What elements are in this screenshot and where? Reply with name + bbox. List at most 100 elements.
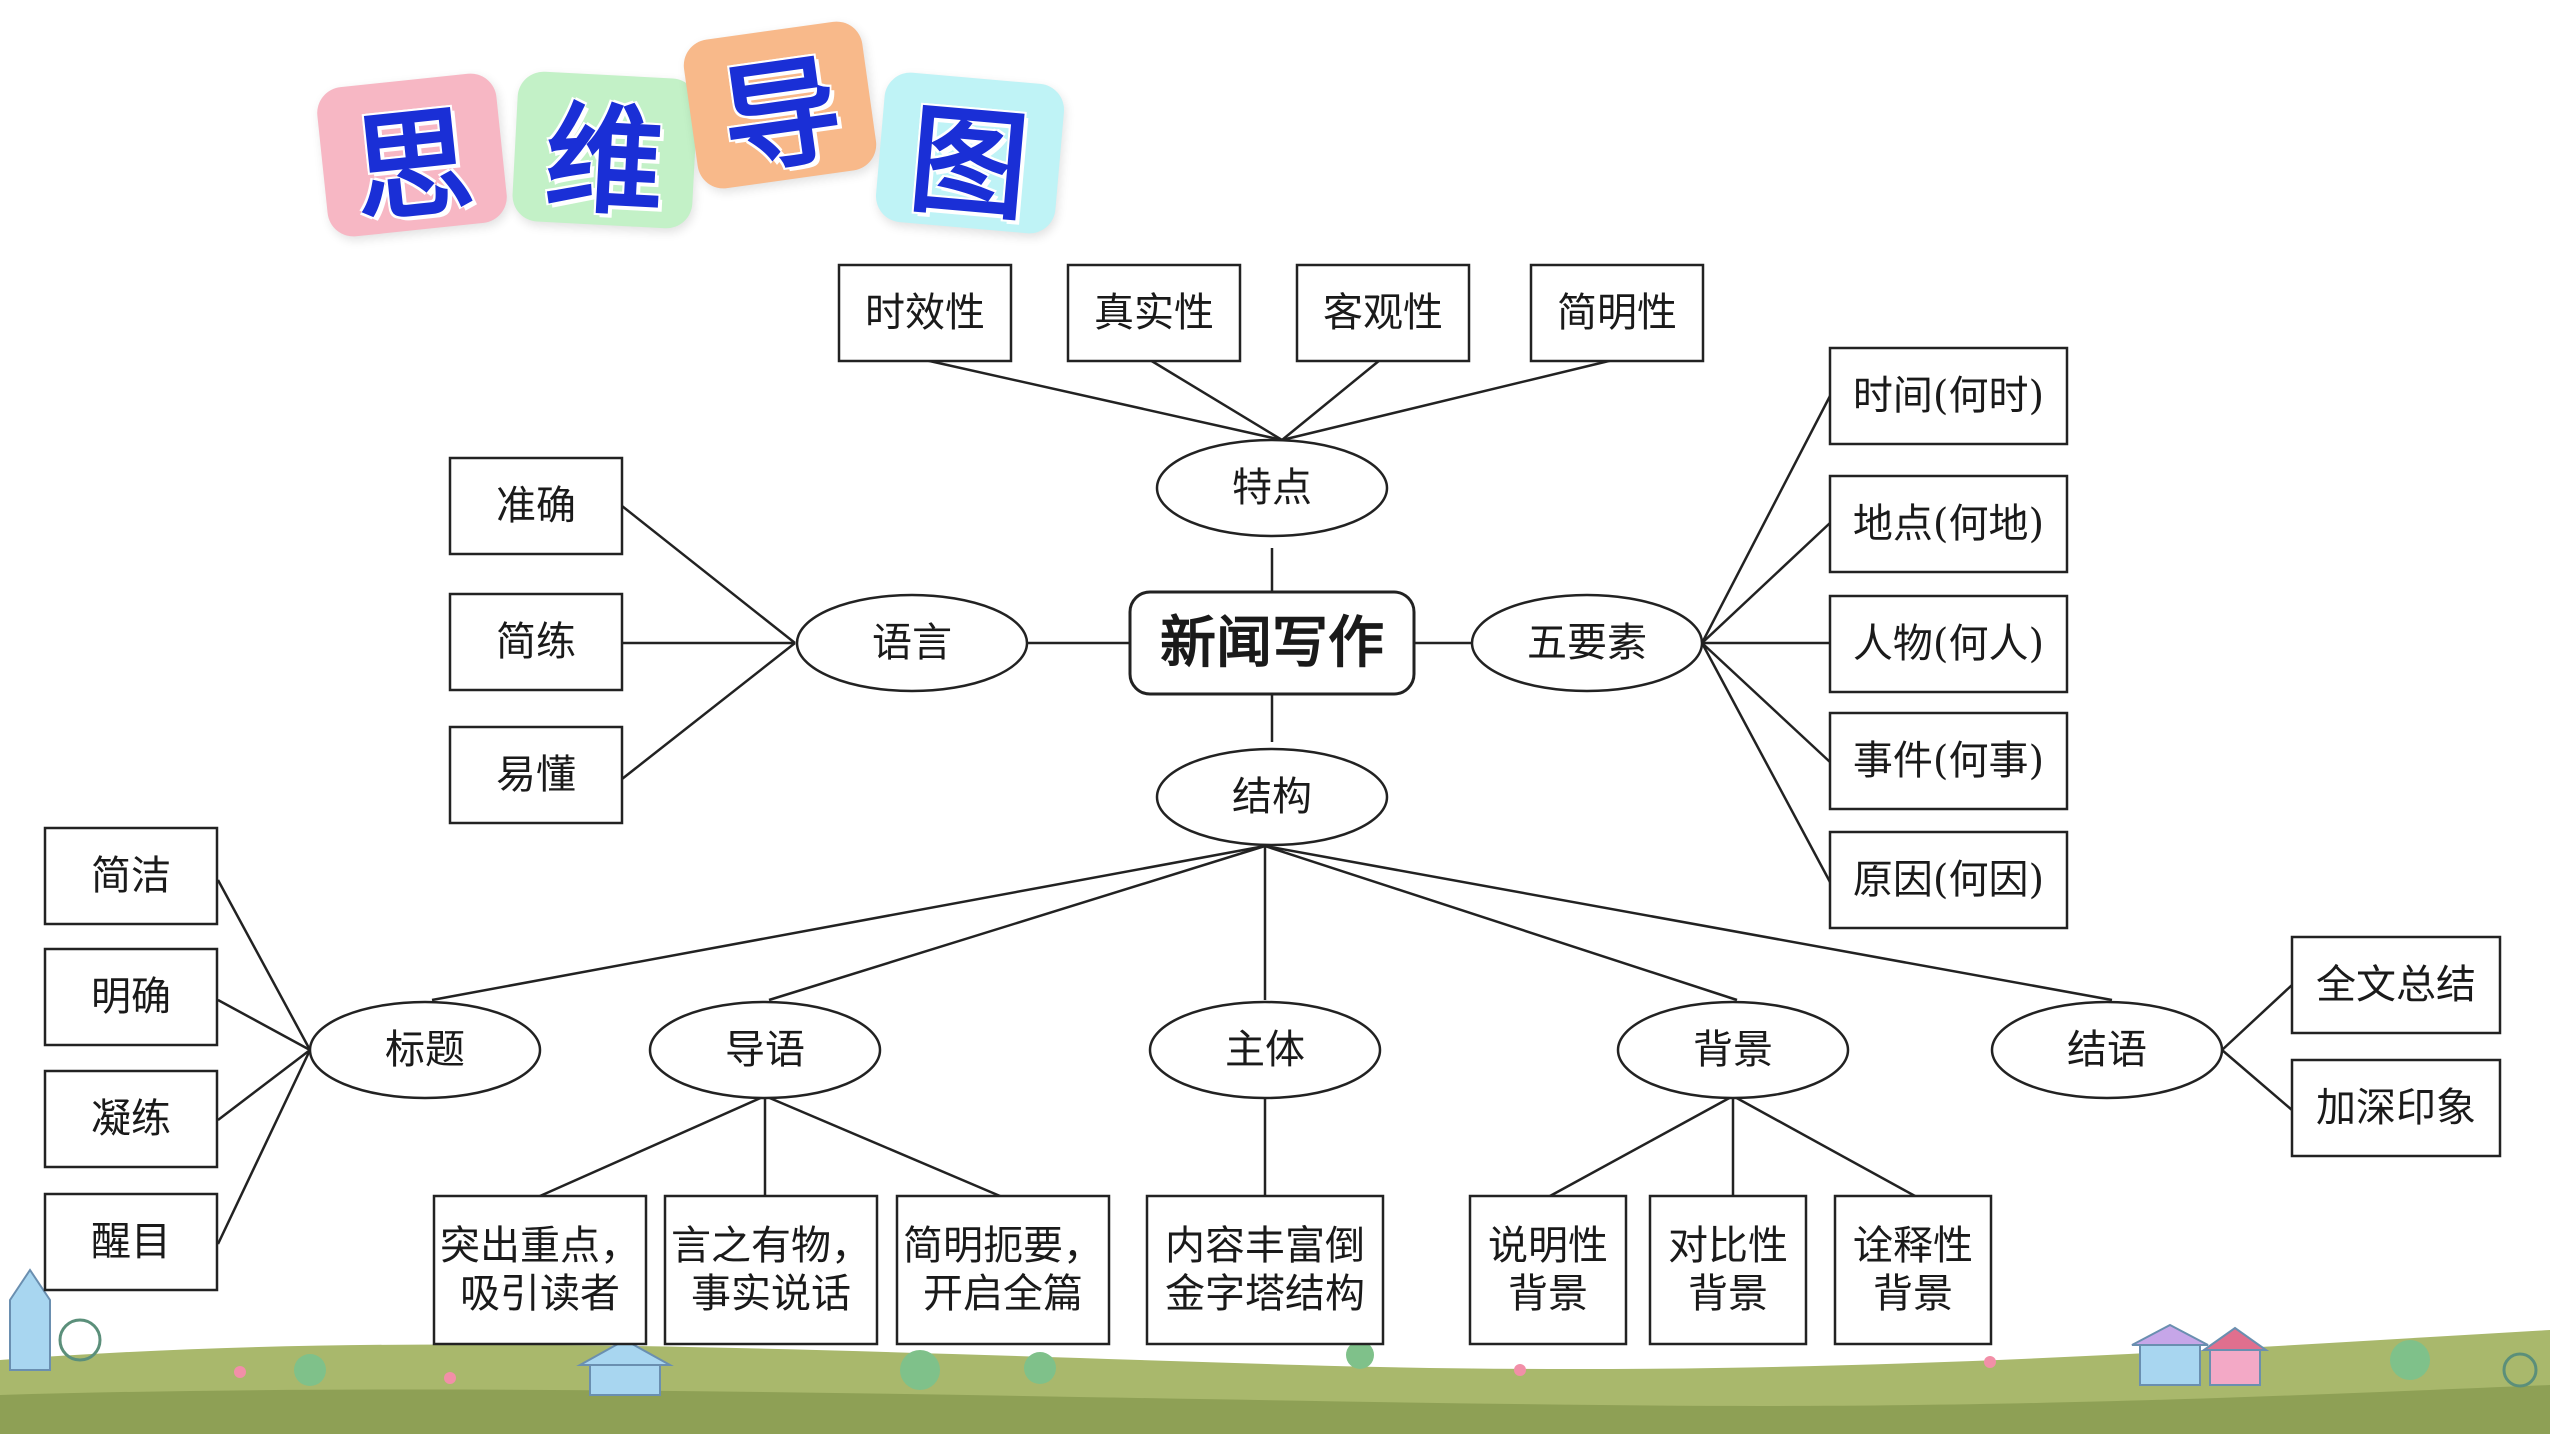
elements-item-4-label: 事件(何事) bbox=[1853, 738, 2044, 784]
language-item-3-label: 易懂 bbox=[496, 752, 576, 798]
elements-item-3: 人物(何人) bbox=[1828, 594, 2069, 694]
language-line-1 bbox=[621, 505, 796, 644]
features-line-4 bbox=[1281, 358, 1614, 442]
conclusion-node: 结语 bbox=[1990, 1000, 2224, 1100]
features-node: 特点 bbox=[1155, 438, 1389, 538]
conclusion-line-1 bbox=[2221, 984, 2293, 1051]
elements-item-5: 原因(何因) bbox=[1828, 830, 2069, 930]
elements-node-label: 五要素 bbox=[1527, 620, 1647, 666]
headline-line-3 bbox=[217, 1049, 311, 1121]
background-line-1 bbox=[1549, 1094, 1734, 1198]
background-item-1-label-line-2: 背景 bbox=[1508, 1271, 1588, 1317]
lead-item-1-label-line-2: 吸引读者 bbox=[460, 1271, 620, 1317]
lead-line-1 bbox=[539, 1094, 766, 1198]
lead-item-3-label-line-2: 开启全篇 bbox=[923, 1271, 1083, 1317]
language-item-3: 易懂 bbox=[448, 725, 624, 825]
language-item-1-label: 准确 bbox=[496, 483, 576, 529]
headline-line-1 bbox=[216, 879, 312, 1051]
language-item-2: 简练 bbox=[448, 592, 624, 692]
headline-item-3-label: 凝练 bbox=[91, 1096, 171, 1142]
lead-item-1: 突出重点，吸引读者 bbox=[432, 1194, 648, 1346]
body-node-label: 主体 bbox=[1225, 1027, 1305, 1073]
elements-line-4 bbox=[1701, 642, 1831, 763]
background-item-2-label-line-1: 对比性 bbox=[1668, 1223, 1788, 1269]
lead-item-1-label-line-1: 突出重点， bbox=[440, 1223, 640, 1269]
elements-item-2-label: 地点(何地) bbox=[1853, 501, 2044, 547]
conclusion-item-2-label: 加深印象 bbox=[2316, 1085, 2476, 1131]
body-item-1-label-line-1: 内容丰富倒 bbox=[1165, 1223, 1365, 1269]
conclusion-line-2 bbox=[2221, 1049, 2293, 1111]
background-item-3-label-line-2: 背景 bbox=[1873, 1271, 1953, 1317]
lead-item-2-label-line-2: 事实说话 bbox=[691, 1271, 851, 1317]
lead-item-3-label-line-1: 简明扼要， bbox=[903, 1223, 1103, 1269]
structure-line-5 bbox=[1264, 844, 2113, 1002]
elements-item-4: 事件(何事) bbox=[1828, 711, 2069, 811]
connector-lines bbox=[216, 358, 2293, 1245]
language-line-3 bbox=[621, 642, 796, 780]
elements-line-5 bbox=[1700, 642, 1832, 883]
elements-item-3-label: 人物(何人) bbox=[1853, 621, 2044, 667]
features-node-label: 特点 bbox=[1232, 465, 1312, 511]
headline-item-2-label: 明确 bbox=[91, 974, 171, 1020]
language-item-2-label: 简练 bbox=[496, 619, 576, 665]
background-item-1-label-line-1: 说明性 bbox=[1488, 1223, 1608, 1269]
features-item-3: 客观性 bbox=[1295, 263, 1471, 363]
background-item-3-label-line-1: 诠释性 bbox=[1853, 1223, 1973, 1269]
background-node: 背景 bbox=[1616, 1000, 1850, 1100]
body-item-1-label-line-2: 金字塔结构 bbox=[1165, 1271, 1365, 1317]
features-line-1 bbox=[924, 358, 1283, 442]
features-item-1: 时效性 bbox=[837, 263, 1013, 363]
elements-item-5-label: 原因(何因) bbox=[1853, 857, 2044, 903]
lead-node-label: 导语 bbox=[725, 1027, 805, 1073]
headline-item-1-label: 简洁 bbox=[91, 853, 171, 899]
language-item-1: 准确 bbox=[448, 456, 624, 556]
structure-line-1 bbox=[431, 844, 1266, 1002]
background-node-label: 背景 bbox=[1693, 1027, 1773, 1073]
elements-line-2 bbox=[1701, 522, 1831, 644]
conclusion-item-2: 加深印象 bbox=[2290, 1058, 2502, 1158]
headline-item-2: 明确 bbox=[43, 947, 219, 1047]
features-item-4-label: 简明性 bbox=[1557, 290, 1677, 336]
center-node-label: 新闻写作 bbox=[1160, 610, 1384, 676]
structure-line-2 bbox=[768, 844, 1266, 1002]
lead-item-2: 言之有物，事实说话 bbox=[663, 1194, 879, 1346]
lead-item-2-label-line-1: 言之有物， bbox=[671, 1223, 871, 1269]
headline-item-1: 简洁 bbox=[43, 826, 219, 926]
headline-item-4: 醒目 bbox=[43, 1192, 219, 1292]
lead-node: 导语 bbox=[648, 1000, 882, 1100]
headline-node: 标题 bbox=[308, 1000, 542, 1100]
lead-line-3 bbox=[764, 1094, 1001, 1198]
language-node: 语言 bbox=[795, 593, 1029, 693]
headline-item-3: 凝练 bbox=[43, 1069, 219, 1169]
elements-node: 五要素 bbox=[1470, 593, 1704, 693]
background-line-3 bbox=[1732, 1094, 1916, 1198]
language-node-label: 语言 bbox=[872, 620, 952, 666]
features-item-4: 简明性 bbox=[1529, 263, 1705, 363]
conclusion-item-1: 全文总结 bbox=[2290, 935, 2502, 1035]
headline-line-2 bbox=[217, 998, 311, 1052]
lead-item-3: 简明扼要，开启全篇 bbox=[895, 1194, 1111, 1346]
features-item-1-label: 时效性 bbox=[865, 290, 985, 336]
headline-item-4-label: 醒目 bbox=[91, 1219, 171, 1265]
center-node: 新闻写作 bbox=[1128, 590, 1416, 696]
body-node: 主体 bbox=[1148, 1000, 1382, 1100]
conclusion-item-1-label: 全文总结 bbox=[2316, 962, 2476, 1008]
landscape-decoration bbox=[0, 1268, 2550, 1434]
structure-line-4 bbox=[1264, 844, 1738, 1002]
features-item-2-label: 真实性 bbox=[1094, 290, 1214, 336]
elements-item-2: 地点(何地) bbox=[1828, 474, 2069, 574]
features-item-3-label: 客观性 bbox=[1323, 290, 1443, 336]
features-item-2: 真实性 bbox=[1066, 263, 1242, 363]
conclusion-node-label: 结语 bbox=[2067, 1027, 2147, 1073]
structure-node: 结构 bbox=[1155, 747, 1389, 847]
elements-item-1-label: 时间(何时) bbox=[1853, 373, 2044, 419]
background-item-2-label-line-2: 背景 bbox=[1688, 1271, 1768, 1317]
elements-item-1: 时间(何时) bbox=[1828, 346, 2069, 446]
features-line-2 bbox=[1149, 358, 1283, 442]
